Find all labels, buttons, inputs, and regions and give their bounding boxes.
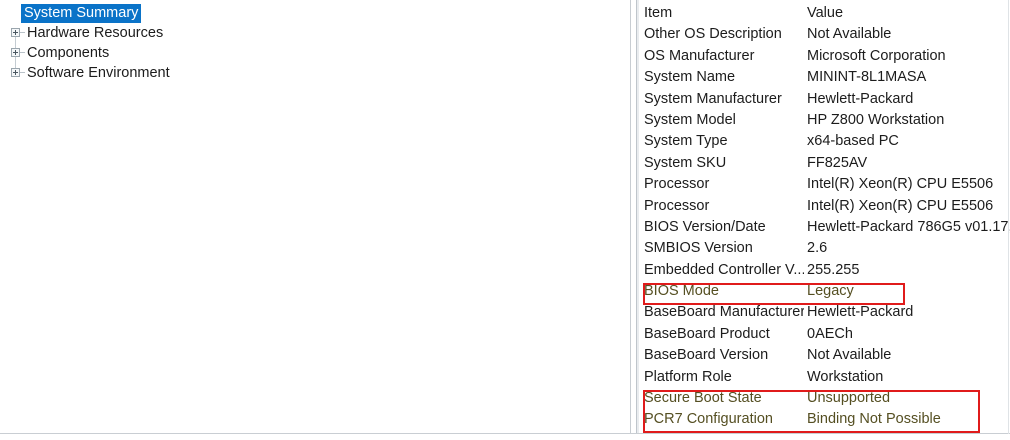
row-value-cell: Intel(R) Xeon(R) CPU E5506 xyxy=(807,176,994,193)
tree-item-label: System Summary xyxy=(21,3,142,23)
row-value-cell: x64-based PC xyxy=(807,133,899,150)
row-item-cell: Embedded Controller V... xyxy=(644,261,804,278)
tree-item-components[interactable]: Components xyxy=(2,43,628,63)
row-item-cell: SMBIOS Version xyxy=(644,240,753,257)
table-row[interactable]: System Type x64-based PC xyxy=(640,131,1010,152)
tree-item-hardware-resources[interactable]: Hardware Resources xyxy=(2,23,628,43)
table-row[interactable]: System Manufacturer Hewlett-Packard xyxy=(640,89,1010,110)
table-row[interactable]: Secure Boot State Unsupported xyxy=(640,388,1010,409)
row-item-cell: Other OS Description xyxy=(644,26,782,43)
table-row[interactable]: System Model HP Z800 Workstation xyxy=(640,110,1010,131)
navigation-tree-pane: System Summary Hardware Resources Compon… xyxy=(0,0,628,83)
table-row[interactable]: OS Manufacturer Microsoft Corporation xyxy=(640,46,1010,67)
row-item-cell: BaseBoard Version xyxy=(644,347,769,364)
expand-plus-icon[interactable] xyxy=(8,23,25,43)
row-item-cell: Processor xyxy=(644,176,710,193)
row-item-cell: System Model xyxy=(644,111,736,128)
row-value-cell: Microsoft Corporation xyxy=(807,47,946,64)
row-item-cell: Secure Boot State xyxy=(644,390,762,407)
row-value-cell: 255.255 xyxy=(807,261,860,278)
row-value-cell: Not Available xyxy=(807,26,892,43)
column-header-value: Value xyxy=(807,5,844,21)
tree-spacer xyxy=(4,3,21,23)
row-item-cell: Processor xyxy=(644,197,710,214)
table-row[interactable]: BaseBoard Version Not Available xyxy=(640,345,1010,366)
row-value-cell: Hewlett-Packard 786G5 v01.17, 8/ xyxy=(807,218,1010,235)
row-item-cell: System Type xyxy=(644,133,728,150)
row-value-cell: Legacy xyxy=(807,283,854,300)
row-value-cell: 2.6 xyxy=(807,240,828,257)
tree-item-software-environment[interactable]: Software Environment xyxy=(2,63,628,83)
table-row[interactable]: SMBIOS Version 2.6 xyxy=(640,238,1010,259)
row-value-cell: Unsupported xyxy=(807,390,891,407)
row-value-cell: Binding Not Possible xyxy=(807,411,941,428)
row-value-cell: Hewlett-Packard xyxy=(807,90,914,107)
table-row[interactable]: Processor Intel(R) Xeon(R) CPU E5506 xyxy=(640,196,1010,217)
row-value-cell: MININT-8L1MASA xyxy=(807,69,927,86)
column-header-item: Item xyxy=(644,5,673,21)
table-row[interactable]: Embedded Controller V...255.255 xyxy=(640,260,1010,281)
tree-item-system-summary[interactable]: System Summary xyxy=(2,3,628,23)
table-row[interactable]: Processor Intel(R) Xeon(R) CPU E5506 xyxy=(640,174,1010,195)
tree-item-label: Software Environment xyxy=(27,65,170,81)
tree-item-label: Components xyxy=(27,45,110,61)
row-value-cell: FF825AV xyxy=(807,154,868,171)
expand-plus-icon[interactable] xyxy=(8,43,25,63)
table-row[interactable]: BIOS Version/Date Hewlett-Packard 786G5 v… xyxy=(640,217,1010,238)
row-item-cell: BIOS Mode xyxy=(644,283,719,300)
row-value-cell: Workstation xyxy=(807,368,884,385)
row-item-cell: BaseBoard Product xyxy=(644,325,770,342)
table-row[interactable]: BaseBoard Product 0AECh xyxy=(640,324,1010,345)
window-bottom-border xyxy=(0,433,1010,434)
table-row[interactable]: PCR7 Configuration Binding Not Possible xyxy=(640,409,1010,430)
row-value-cell: Intel(R) Xeon(R) CPU E5506 xyxy=(807,197,994,214)
row-item-cell: PCR7 Configuration xyxy=(644,411,773,428)
pane-splitter[interactable] xyxy=(628,0,640,434)
tree-item-label: Hardware Resources xyxy=(27,25,164,41)
splitter-shadow xyxy=(637,0,639,434)
row-item-cell: BaseBoard Manufacturer xyxy=(644,304,804,321)
table-row[interactable]: Other OS Description Not Available xyxy=(640,24,1010,45)
window-right-border xyxy=(1008,0,1009,434)
tree-root: System Summary Hardware Resources Compon… xyxy=(0,0,628,83)
row-value-cell: HP Z800 Workstation xyxy=(807,111,945,128)
table-row[interactable]: System SKU FF825AV xyxy=(640,153,1010,174)
splitter-line-left xyxy=(630,0,631,434)
row-value-cell: Hewlett-Packard xyxy=(807,304,914,321)
row-item-cell: Platform Role xyxy=(644,368,732,385)
row-item-cell: OS Manufacturer xyxy=(644,47,755,64)
table-row[interactable]: Platform Role Workstation xyxy=(640,367,1010,388)
list-header-row[interactable]: Item Value xyxy=(640,3,1010,24)
table-row[interactable]: System Name MININT-8L1MASA xyxy=(640,67,1010,88)
expand-plus-icon[interactable] xyxy=(8,63,25,83)
row-value-cell: 0AECh xyxy=(807,325,853,342)
row-item-cell: BIOS Version/Date xyxy=(644,218,766,235)
row-item-cell: System SKU xyxy=(644,154,727,171)
row-item-cell: System Name xyxy=(644,69,736,86)
splitter-line-right xyxy=(636,0,637,434)
table-row[interactable]: BIOS Mode Legacy xyxy=(640,281,1010,302)
row-value-cell: Not Available xyxy=(807,347,892,364)
row-item-cell: System Manufacturer xyxy=(644,90,782,107)
